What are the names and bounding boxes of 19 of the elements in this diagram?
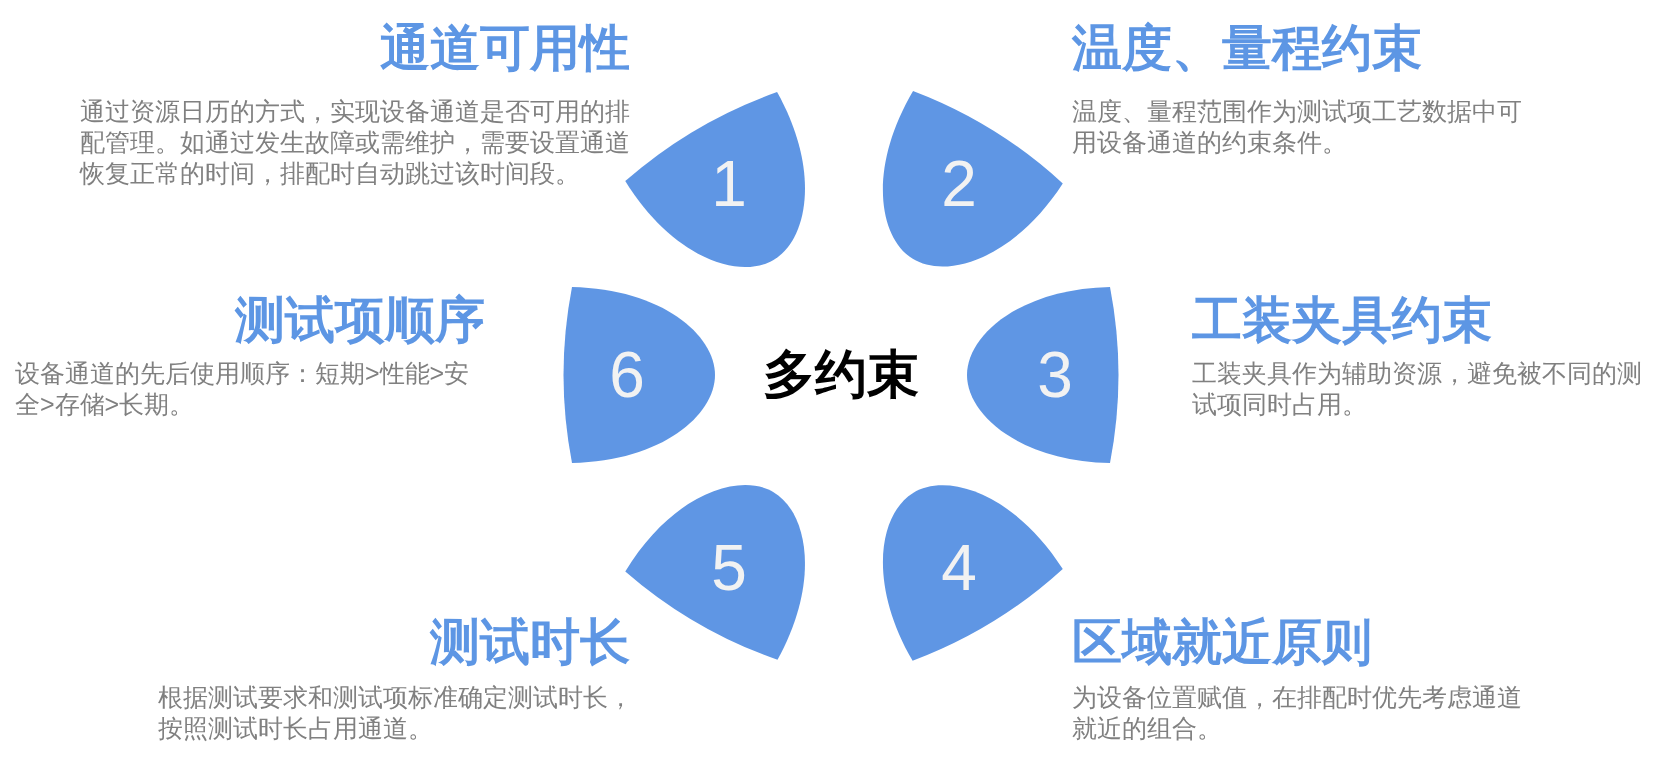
petal-number: 6 bbox=[609, 343, 645, 407]
description: 设备通道的先后使用顺序：短期>性能>安全>存储>长期。 bbox=[15, 358, 471, 420]
petal-number: 3 bbox=[1037, 343, 1073, 407]
petal-number: 1 bbox=[711, 152, 747, 216]
center-title: 多约束 bbox=[763, 344, 919, 405]
heading: 通道可用性 bbox=[380, 19, 630, 78]
heading: 温度、量程约束 bbox=[1072, 19, 1422, 78]
heading: 测试时长 bbox=[430, 613, 630, 672]
description: 根据测试要求和测试项标准确定测试时长，按照测试时长占用通道。 bbox=[158, 682, 634, 744]
heading: 区域就近原则 bbox=[1072, 613, 1372, 672]
heading: 工装夹具约束 bbox=[1192, 291, 1492, 350]
petal-number: 2 bbox=[941, 152, 977, 216]
petal-number: 5 bbox=[711, 536, 747, 600]
description: 为设备位置赋值，在排配时优先考虑通道就近的组合。 bbox=[1072, 682, 1523, 744]
description: 通过资源日历的方式，实现设备通道是否可用的排配管理。如通过发生故障或需维护，需要设置通道恢复正常的时间，排配时自动跳过该时间段。 bbox=[80, 96, 630, 189]
description: 工装夹具作为辅助资源，避免被不同的测试项同时占用。 bbox=[1192, 358, 1643, 420]
petal-number: 4 bbox=[941, 536, 977, 600]
description: 温度、量程范围作为测试项工艺数据中可用设备通道的约束条件。 bbox=[1072, 96, 1523, 158]
heading: 测试项顺序 bbox=[235, 291, 485, 350]
